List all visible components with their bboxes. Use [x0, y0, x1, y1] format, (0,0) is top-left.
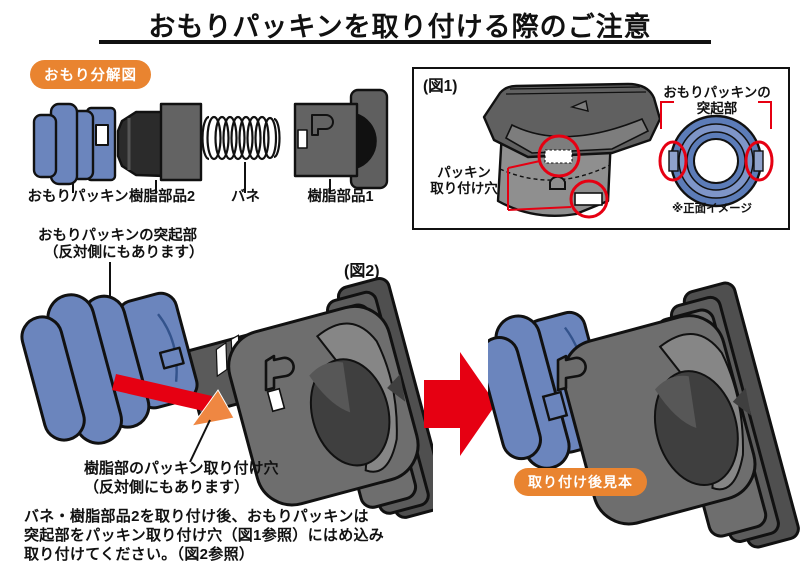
exploded-parts-illustration	[32, 88, 389, 193]
figure1-box: (図1) パッキン 取り付け穴 おもりパッキンの 突起部 ※正面イメージ	[412, 67, 790, 230]
instruction-line3: 取り付けてください。（図2参照）	[24, 545, 255, 563]
hole-label-connector	[507, 160, 572, 211]
figure1-ring-label: おもりパッキンの 突起部	[649, 85, 785, 117]
instruction-line2: 突起部をパッキン取り付け穴（図1参照）にはめ込み	[24, 526, 385, 544]
figure1-illustration	[482, 82, 774, 219]
exploded-view-badge: おもり分解図	[30, 60, 151, 89]
spring-part	[201, 115, 281, 161]
part-label-resin-2: 樹脂部品2	[128, 189, 196, 205]
hole-highlight-circles	[537, 134, 609, 219]
protrusion-leader-line	[109, 262, 111, 310]
figure2-protrusion-label-line2: （反対側にもあります）	[44, 244, 204, 261]
figure1-ring-label-line2: 突起部	[696, 100, 738, 116]
insertion-arrow	[112, 374, 235, 427]
keyhole-detail-icon	[556, 354, 587, 392]
figure2-caption: (図2)	[344, 263, 380, 280]
resin-part-drawing	[482, 82, 662, 217]
resin-body-drawing	[227, 277, 433, 519]
packing-hole-detail	[266, 387, 286, 413]
figure1-hole-label-line2: 取り付け穴	[430, 180, 498, 196]
figure1-hole-label: パッキン 取り付け穴	[420, 165, 508, 197]
transition-arrow-icon	[424, 352, 496, 456]
result-body-drawing	[561, 281, 800, 549]
instruction-text: バネ・樹脂部品2を取り付け後、おもりパッキンは 突起部をパッキン取り付け穴（図1…	[24, 508, 384, 564]
figure1-hole-label-line1: パッキン	[437, 165, 491, 180]
figure2-protrusion-label-line1: おもりパッキンの突起部	[38, 228, 198, 244]
result-badge: 取り付け後見本	[514, 468, 647, 496]
weight-packing-drawing	[20, 291, 199, 445]
protrusion-label-connector	[660, 101, 772, 129]
resin-part-2	[116, 102, 203, 182]
figure2-protrusion-label: おもりパッキンの突起部 （反対側にもあります）	[38, 228, 204, 261]
page-title: おもりパッキンを取り付ける際のご注意	[148, 12, 652, 42]
part-label-resin-1: 樹脂部品1	[307, 189, 374, 205]
protrusion-highlight-circles	[658, 140, 774, 182]
figure2-hole-label-line1: 樹脂部のパッキン取り付け穴	[84, 460, 279, 477]
resin-part-1	[293, 88, 389, 190]
instruction-line1: バネ・樹脂部品2を取り付け後、おもりパッキンは	[24, 508, 369, 525]
keyhole-detail-icon	[264, 354, 295, 392]
part-label-spring: バネ	[231, 189, 260, 205]
weight-packing-part	[32, 102, 117, 186]
title-underline	[99, 40, 711, 44]
front-view-note: ※正面イメージ	[672, 203, 752, 215]
seated-protrusion-detail	[541, 390, 569, 422]
figure1-caption: (図1)	[423, 78, 458, 95]
result-assembly-illustration	[488, 281, 800, 549]
figure2-assembly-illustration	[20, 277, 433, 519]
figure1-ring-label-line1: おもりパッキンの	[663, 85, 771, 100]
hole-leader-line	[189, 419, 211, 463]
keyhole-detail-icon	[311, 114, 334, 136]
figure2-hole-label: 樹脂部のパッキン取り付け穴 （反対側にもあります）	[84, 460, 279, 498]
part-label-weight-packing: おもりパッキン	[27, 189, 129, 205]
figure2-hole-label-line2: （反対側にもあります）	[84, 478, 250, 496]
packing-ring-drawing	[668, 114, 764, 208]
leader-lines	[72, 162, 331, 193]
